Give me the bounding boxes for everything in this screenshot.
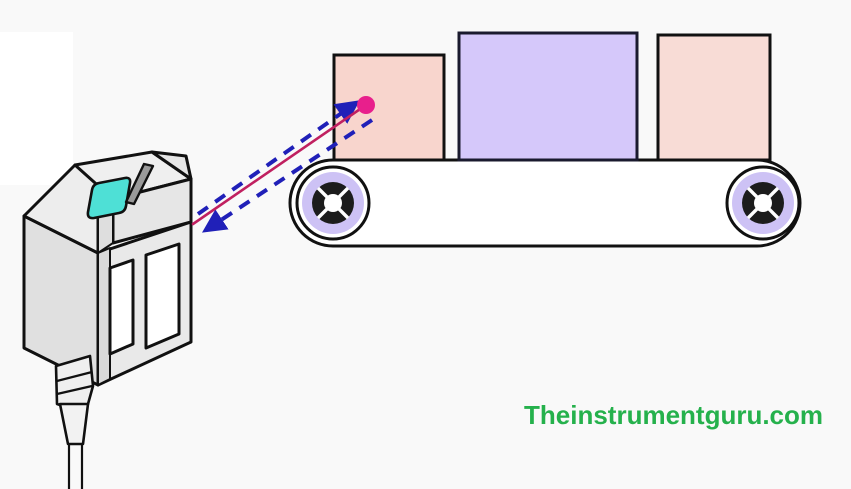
beam-emit-line bbox=[196, 100, 360, 216]
roller-left-spokes bbox=[316, 186, 350, 220]
cable-strain-relief bbox=[54, 354, 95, 411]
cable-rib-2 bbox=[56, 384, 93, 396]
beam-center-ray bbox=[191, 103, 368, 226]
status-indicator-icon bbox=[86, 176, 132, 220]
cable-cord bbox=[67, 444, 84, 489]
cable-rib-1 bbox=[56, 370, 93, 383]
sensor-right-face bbox=[97, 247, 111, 386]
adjustment-slot-icon bbox=[124, 162, 155, 206]
roller-right bbox=[725, 165, 801, 241]
white-panel-overlay bbox=[0, 32, 73, 185]
sensor-upper-right-face bbox=[150, 150, 193, 181]
conveyor-belt bbox=[288, 158, 802, 248]
photoelectric-sensor bbox=[22, 150, 193, 489]
emitter-lens-window bbox=[144, 242, 181, 350]
package-2 bbox=[457, 31, 639, 162]
package-3 bbox=[656, 33, 772, 162]
beam-target-dot bbox=[357, 96, 375, 114]
package-1 bbox=[332, 53, 446, 162]
roller-left bbox=[295, 165, 371, 241]
sensor-cable bbox=[54, 354, 95, 489]
roller-right-spokes bbox=[746, 186, 780, 220]
laser-measurement-beam bbox=[191, 96, 375, 233]
watermark-text: Theinstrumentguru.com bbox=[524, 400, 824, 430]
receiver-lens-window bbox=[108, 258, 135, 356]
